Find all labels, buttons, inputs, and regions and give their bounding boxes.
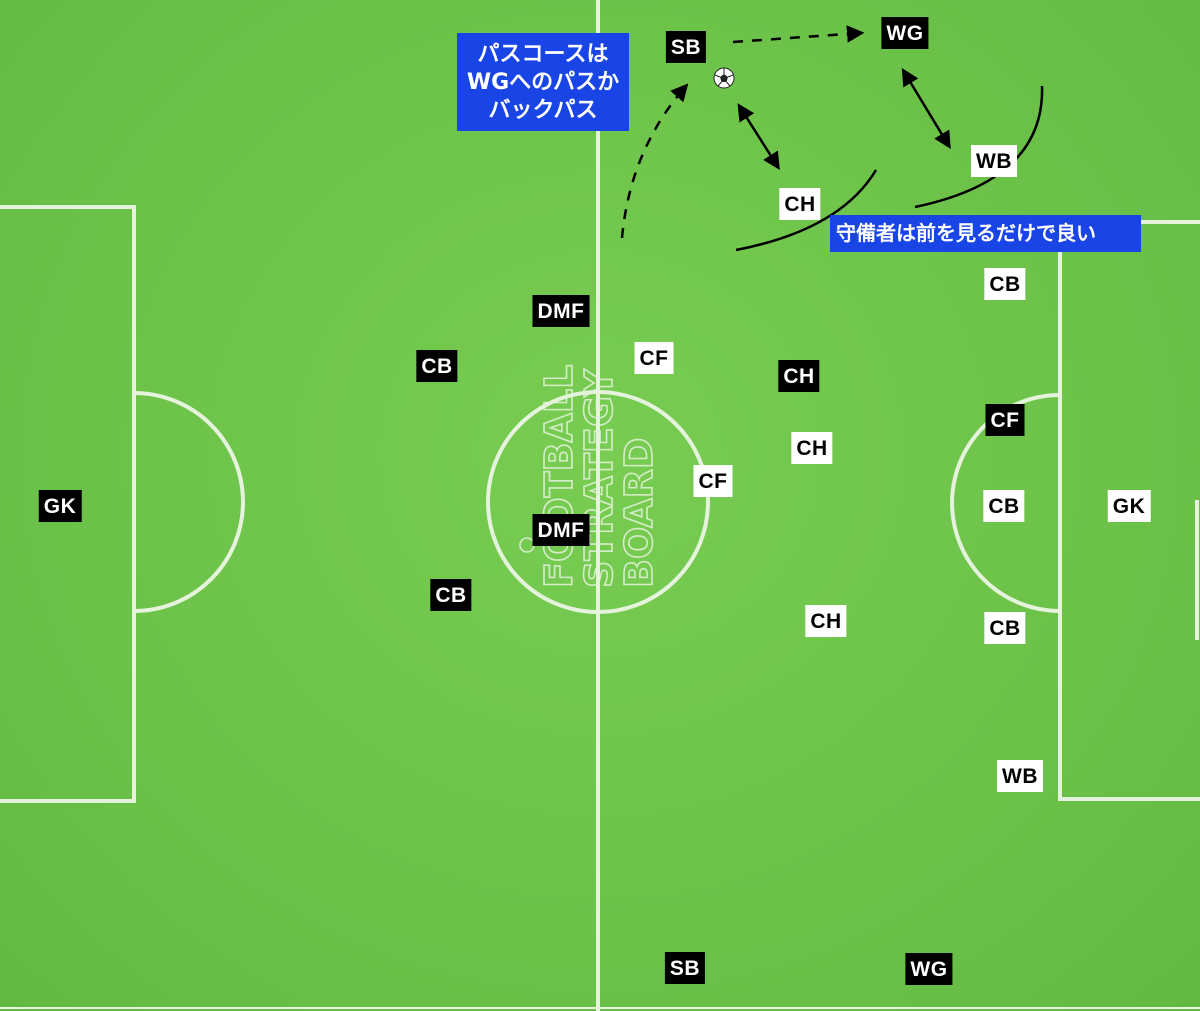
player-marker-white-wb-bottom[interactable]: WB [997, 760, 1043, 792]
watermark-line1: FOOTBALL [537, 365, 581, 588]
player-marker-black-sb-bottom[interactable]: SB [664, 952, 706, 984]
player-marker-black-sb-top[interactable]: SB [665, 31, 707, 63]
player-marker-black-dmf-top[interactable]: DMF [532, 295, 590, 327]
player-marker-black-dmf-center[interactable]: DMF [532, 514, 590, 546]
player-marker-white-cb-right-top[interactable]: CB [984, 268, 1026, 300]
pass-arrows [620, 25, 865, 239]
watermark-line2: STRATEGY [577, 369, 621, 588]
player-marker-white-cb-right-mid[interactable]: CB [983, 490, 1025, 522]
ch-cover-curve [735, 169, 878, 252]
back-pass-arrow [620, 83, 689, 239]
pass-course-note: パスコースは WGへのパスか バックパス [457, 33, 629, 131]
watermark-line3: BOARD [617, 438, 661, 588]
sb-ch-marking-arrow [737, 103, 780, 170]
left-penalty-box [0, 205, 136, 803]
player-marker-black-cb-upper[interactable]: CB [416, 350, 458, 382]
player-marker-white-cb-right-low[interactable]: CB [984, 612, 1026, 644]
player-marker-white-cf-left[interactable]: CF [634, 342, 674, 374]
pass-course-note-line3: バックパス [488, 98, 598, 123]
player-marker-black-ch-mid[interactable]: CH [778, 360, 820, 392]
wg-wb-marking-arrow [901, 68, 951, 149]
player-marker-black-gk-left[interactable]: GK [38, 490, 82, 522]
player-marker-white-ch-lower[interactable]: CH [805, 605, 847, 637]
player-marker-black-cb-lower[interactable]: CB [430, 579, 472, 611]
pass-course-note-line2: WGへのパスか [466, 70, 620, 95]
player-marker-white-ch-top[interactable]: CH [779, 188, 821, 220]
player-marker-black-cf-right[interactable]: CF [985, 404, 1025, 436]
player-marker-white-wb-top[interactable]: WB [971, 145, 1017, 177]
left-penalty-arc [133, 391, 245, 613]
watermark-logo: FOOTBALL STRATEGY BOARD [519, 364, 662, 589]
player-marker-white-cf-center[interactable]: CF [693, 465, 733, 497]
player-marker-white-ch-mid[interactable]: CH [791, 432, 833, 464]
player-marker-black-wg-bottom[interactable]: WG [905, 953, 953, 985]
ball-icon [713, 67, 735, 89]
marking-arrows [737, 68, 951, 170]
defender-note: 守備者は前を見るだけで良い [830, 215, 1141, 252]
center-circle [486, 390, 710, 614]
player-marker-white-gk-right[interactable]: GK [1107, 490, 1151, 522]
player-marker-white-wg-top[interactable]: WG [881, 17, 929, 49]
pass-course-note-line1: パスコースは [477, 42, 609, 67]
pass-to-wg-arrow [732, 25, 865, 44]
